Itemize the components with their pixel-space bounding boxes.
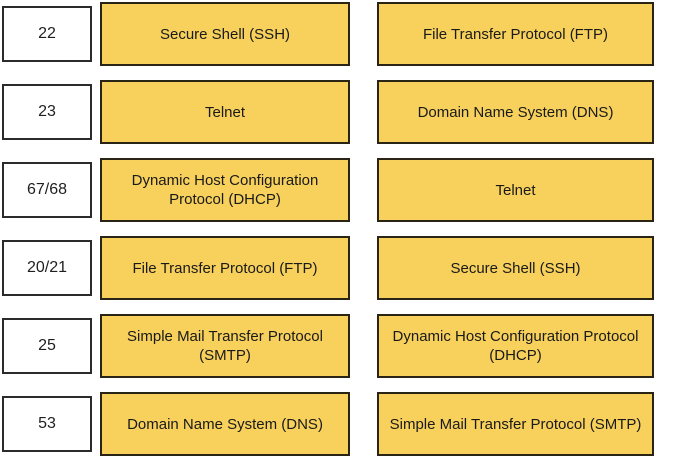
protocol-answer-box[interactable]: Simple Mail Transfer Protocol (SMTP) — [100, 314, 350, 378]
match-row: 67/68 Dynamic Host Configuration Protoco… — [2, 158, 691, 222]
match-row: 22 Secure Shell (SSH) File Transfer Prot… — [2, 2, 691, 66]
port-number-box: 67/68 — [2, 162, 92, 218]
match-row: 23 Telnet Domain Name System (DNS) — [2, 80, 691, 144]
protocol-option-box[interactable]: Telnet — [377, 158, 654, 222]
port-number-box: 25 — [2, 318, 92, 374]
protocol-option-box[interactable]: Secure Shell (SSH) — [377, 236, 654, 300]
protocol-option-box[interactable]: Dynamic Host Configuration Protocol (DHC… — [377, 314, 654, 378]
protocol-option-box[interactable]: Simple Mail Transfer Protocol (SMTP) — [377, 392, 654, 456]
protocol-answer-box[interactable]: Dynamic Host Configuration Protocol (DHC… — [100, 158, 350, 222]
port-number-label: 22 — [38, 25, 56, 42]
port-number-label: 53 — [38, 415, 56, 432]
protocol-answer-box[interactable]: Domain Name System (DNS) — [100, 392, 350, 456]
protocol-answer-box[interactable]: Telnet — [100, 80, 350, 144]
match-row: 53 Domain Name System (DNS) Simple Mail … — [2, 392, 691, 456]
port-number-label: 25 — [38, 337, 56, 354]
port-number-box: 20/21 — [2, 240, 92, 296]
port-number-box: 22 — [2, 6, 92, 62]
match-row: 20/21 File Transfer Protocol (FTP) Secur… — [2, 236, 691, 300]
port-number-label: 23 — [38, 103, 56, 120]
port-number-label: 20/21 — [26, 259, 68, 276]
protocol-option-box[interactable]: File Transfer Protocol (FTP) — [377, 2, 654, 66]
match-row: 25 Simple Mail Transfer Protocol (SMTP) … — [2, 314, 691, 378]
port-number-box: 53 — [2, 396, 92, 452]
port-number-label: 67/68 — [26, 181, 68, 198]
protocol-option-box[interactable]: Domain Name System (DNS) — [377, 80, 654, 144]
port-number-box: 23 — [2, 84, 92, 140]
protocol-answer-box[interactable]: Secure Shell (SSH) — [100, 2, 350, 66]
protocol-answer-box[interactable]: File Transfer Protocol (FTP) — [100, 236, 350, 300]
